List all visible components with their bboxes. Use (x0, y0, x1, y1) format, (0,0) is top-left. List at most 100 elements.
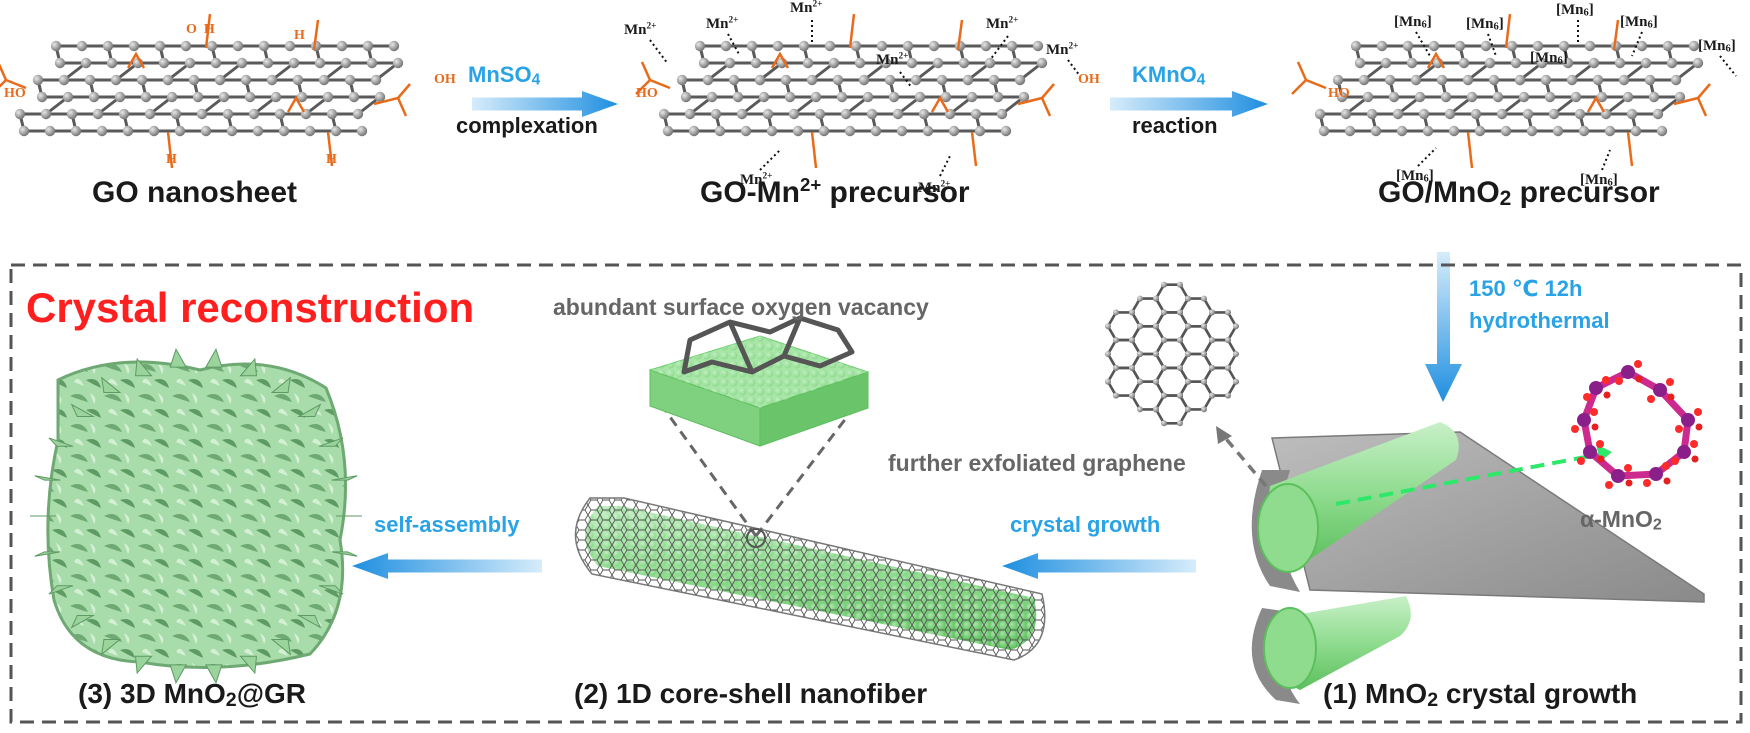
carbon-atom (1480, 40, 1492, 52)
carbon-atom (1388, 91, 1400, 103)
oxygen-atom (1624, 464, 1632, 472)
carbon-atom (348, 91, 360, 103)
carbon-atom (1454, 40, 1466, 52)
carbon-atom (958, 57, 970, 69)
flake-spike (296, 403, 322, 418)
carbon-atom (1370, 125, 1382, 137)
carbon-atom (1500, 125, 1512, 137)
carbon-atom (370, 74, 382, 86)
carbon-atom (896, 125, 908, 137)
carbon-atom (102, 40, 114, 52)
graphene-atom (1185, 295, 1191, 302)
carbon-atom (162, 74, 174, 86)
graphene-atom (1177, 281, 1183, 288)
carbon-atom (1630, 125, 1642, 137)
carbon-atom (388, 40, 400, 52)
coordination-bond (1417, 147, 1437, 167)
go-h-tag: H (294, 28, 305, 43)
carbon-atom (862, 91, 874, 103)
go-nanosheet-label: GO nanosheet (92, 176, 298, 209)
carbon-atom (1014, 74, 1026, 86)
cube-atoms (650, 336, 868, 408)
oxygen-atom (1583, 393, 1591, 401)
carbon-atom (292, 74, 304, 86)
carbon-atom (1462, 74, 1474, 86)
sheet-bonds (662, 44, 1043, 133)
carbon-atom (1496, 108, 1508, 120)
stage2-label: (2) 1D core-shell nanofiber (574, 678, 928, 709)
go-h-bottom2-tag: H (326, 152, 337, 167)
carbon-atom (362, 40, 374, 52)
graphene-atom (1225, 392, 1231, 399)
mn-atom (1621, 365, 1635, 379)
carbon-atom (1626, 108, 1638, 120)
flake-spike (270, 376, 291, 394)
carbon-atom (1584, 40, 1596, 52)
carbon-atom (802, 57, 814, 69)
carbon-atom (866, 108, 878, 120)
carbon-atom (1402, 40, 1414, 52)
carbon-atom (1314, 108, 1326, 120)
carbon-atom (876, 40, 888, 52)
carbon-atom (1336, 91, 1348, 103)
carbon-atom (80, 57, 92, 69)
oxygen-atom (1635, 375, 1643, 383)
carbon-atom (658, 108, 670, 120)
graphene-sheets (0, 13, 1737, 177)
carbon-atom (1540, 74, 1552, 86)
hydrothermal-arrow (1425, 252, 1462, 402)
carbon-atom (1518, 91, 1530, 103)
mno2-gr-cube-graphic (30, 347, 362, 685)
carbon-atom (210, 57, 222, 69)
carbon-atom (1436, 74, 1448, 86)
carbon-atom (798, 40, 810, 52)
carbon-atom (784, 91, 796, 103)
carbon-atom (1640, 57, 1652, 69)
crystal-reconstruction-title: Crystal reconstruction (26, 284, 475, 331)
mno2-rod-upper-end (1257, 483, 1319, 573)
carbon-atom (196, 108, 208, 120)
go-nanosheet-graphic (0, 13, 411, 169)
carbon-atom (694, 40, 706, 52)
carboxyl-group-left (635, 61, 671, 95)
hydroxyl-bond (1612, 19, 1620, 51)
oxygen-atom (1591, 423, 1599, 431)
graphene-atom (1177, 420, 1183, 427)
carbon-atom (870, 125, 882, 137)
carbon-atom (1410, 74, 1422, 86)
carbon-atom (184, 57, 196, 69)
carbon-atom (1558, 40, 1570, 52)
carbon-atom (32, 74, 44, 86)
carbon-atom (222, 108, 234, 120)
carbon-atom (936, 74, 948, 86)
carbon-atom (884, 74, 896, 86)
carbon-atom (1618, 74, 1630, 86)
surface-graphene-layer (681, 315, 855, 375)
carbon-atom (1510, 57, 1522, 69)
process-arrows (352, 91, 1462, 579)
carbon-atom (676, 74, 688, 86)
mn-atom (1677, 445, 1691, 459)
mn-atom (1611, 469, 1625, 483)
graphene-atom (1105, 378, 1111, 385)
graphene-hexagon (1202, 311, 1238, 342)
mn2-tag-5: Mn2+ (986, 15, 1019, 32)
graphene-atom (1153, 351, 1159, 357)
oxygen-atom (1691, 455, 1699, 463)
flake-spike (296, 614, 322, 629)
carbon-atom (824, 40, 836, 52)
graphene-atom (1177, 392, 1183, 399)
carbon-atom (50, 40, 62, 52)
carbon-atom (318, 74, 330, 86)
mn-atom (1649, 467, 1663, 481)
carbon-atom (244, 91, 256, 103)
oxygen-atom (1634, 360, 1642, 368)
carbon-atom (966, 91, 978, 103)
carbon-atom (296, 91, 308, 103)
carbon-atom (92, 108, 104, 120)
mno2-rod-lower-end (1263, 607, 1317, 689)
carbon-atom (1366, 108, 1378, 120)
carbon-atom (906, 57, 918, 69)
graphene-atom (1177, 309, 1183, 316)
